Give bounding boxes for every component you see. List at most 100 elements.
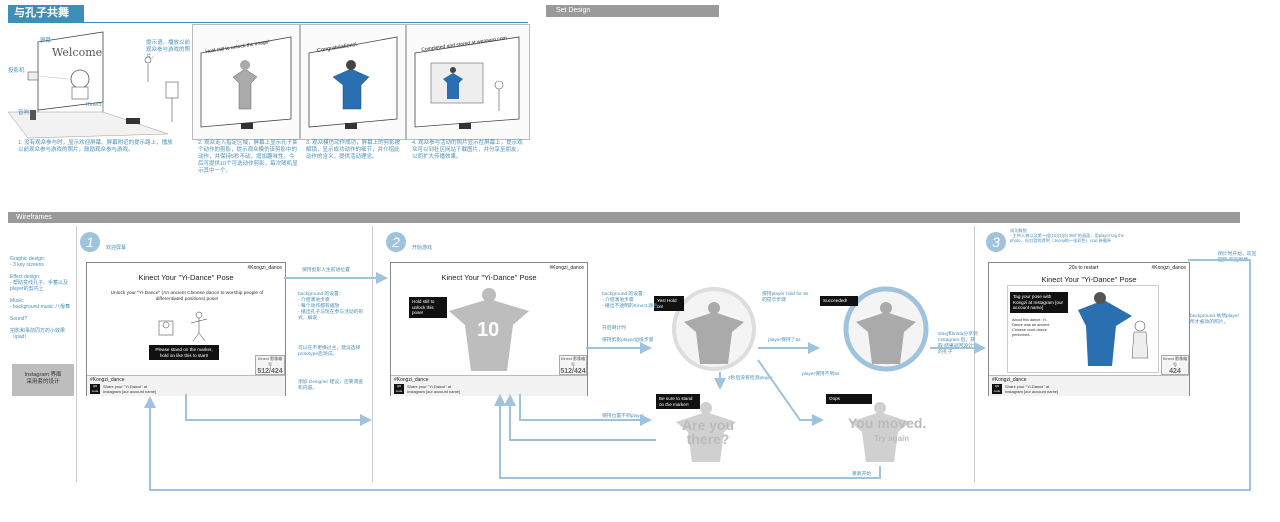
yes-hold-box: Yes! Hold on! [654, 296, 684, 311]
kinect-counter-2: Kinect 影像编号 512/424 [559, 355, 587, 375]
sketch-4: Completed and stored at weaaaro.com [406, 24, 530, 140]
label-prompt: 提示语。播放以前观众参与游戏的照片。 [146, 40, 191, 60]
welcome-text: Welcome [52, 46, 103, 59]
footer-line-2: Instagram [our account name] [103, 389, 157, 394]
note-graphic-title: Graphic design: [10, 256, 46, 262]
qr-code-3: QR code [992, 384, 1002, 394]
sketch-3-drawing [308, 36, 398, 129]
screen-3-hashtag: #Kongzi_dance [1151, 265, 1186, 271]
label-projector: 投影机 [8, 68, 25, 74]
kinect-counter-1: Kinect 影像编号 512/424 [255, 355, 285, 375]
caption-3: 3. 观众模仿动作成功，屏幕上的剪影被解锁，显示成功动作的细节，并介绍此动作的含… [306, 140, 401, 160]
screen-3-footer: #Kongzi_dance QR code Share your "Yi-Dan… [989, 375, 1189, 396]
note-effect-title: Effect design: [10, 274, 41, 280]
label-kinect: Kinect [86, 102, 102, 108]
annotation-b6: player保持不到5s [802, 372, 840, 377]
wireframe-screen-1: #Kongzi_dance Kinect Your "Yi-Dance" Pos… [86, 262, 286, 396]
arrow-1-loop [185, 394, 372, 426]
footer-line-1: Share your "Yi-Dance" at [103, 384, 148, 389]
annotation-a3: 可以在不更换过主，建议选择prototype后测试。 [298, 346, 361, 357]
counter-value: 512/424 [257, 368, 283, 375]
step-2-name: 开始游戏 [412, 245, 433, 251]
wireframes-header: Wireframes [8, 212, 1240, 223]
sketch-3: Congratulations! [300, 24, 406, 140]
arrow-holdon-to-moved [757, 359, 824, 426]
divider-1 [76, 226, 77, 482]
sketch-2: Hold still to unlock the image! [192, 24, 300, 140]
annotation-c2: 倒计时开始，欢迎回到 欢迎屏幕 [1218, 252, 1257, 263]
screen-3-title: Kinect Your "Yi-Dance" Pose [1041, 275, 1137, 284]
label-screen: 屏幕 [40, 38, 52, 44]
qr-code-2: QR code [394, 384, 404, 394]
counter-label-3: Kinect 影像编号 [1162, 356, 1188, 367]
footer-tag-3: #Kongzi_dance [992, 377, 1027, 383]
oops-box: Oops [826, 394, 872, 404]
caption-2: 2. 观众走入指定区域，屏幕上显示孔子某个动作的剪影，提示观众模仿该剪影中的动作… [198, 140, 298, 174]
state-succeeded: Succeeded! [820, 286, 930, 372]
annotation-c3: background 依然player所才被动的照片。 [1190, 314, 1240, 325]
note-graphic-body: - 3 key screens [10, 262, 44, 268]
wireframe-screen-3: 20s to restart #Kongzi_dance Kinect Your… [988, 262, 1190, 396]
screen-1-footer: #Kongzi_dance QR code Share your "Yi-Dan… [87, 375, 285, 396]
label-speaker: 音响 [18, 110, 30, 116]
divider-2 [372, 226, 373, 482]
caption-1: 1. 没有观众参与时，显示欢迎屏幕、屏幕附近的提示路上，播放以前观众参与游戏的照… [18, 140, 173, 153]
annotation-b3: 保持剪影player边境步骤 [602, 338, 654, 343]
succeeded-box: Succeeded! [820, 296, 858, 306]
annotation-b8: 保持位置不到player [602, 414, 644, 419]
annotation-b1: background 的设置： - 介绍演进步骤 - 播出不透明的Kinect … [602, 292, 658, 309]
countdown-number: 10 [477, 319, 500, 341]
note-music-title: Music: [10, 298, 25, 304]
annotation-b5: player保持了5s [768, 338, 801, 343]
step-2-number: 2 [386, 232, 406, 252]
annotation-c1: sting和Insta分享到 Instagram 后，获取 结果返回设计者的孔子 [938, 332, 978, 355]
annotation-b7: 2秒后没有检测player [728, 376, 773, 381]
annotation-b2: 开启倒计时 [602, 326, 626, 331]
footer-2-line-2: Instagram [our account name] [407, 389, 461, 394]
annotation-a4: 添加 Designer 建议，还要调查和内容。 [298, 380, 364, 391]
section-divider [8, 22, 528, 23]
stand-prompt: Please stand on the marker, hold on like… [149, 345, 219, 360]
section-title: 与孔子共舞 [8, 5, 84, 22]
counter-label-2: Kinect 影像编号 [560, 356, 586, 367]
note-music-body: - background music 八佾舞 [10, 304, 71, 310]
be-sure-box: Be sure to stand on the marker! [656, 394, 700, 409]
restart-countdown: 20s to restart [1069, 265, 1099, 271]
set-design-label: Set Design [546, 5, 719, 17]
side-notes: Graphic design: - 3 key screens Effect d… [10, 256, 74, 340]
sketch-4-drawing [414, 36, 520, 129]
annotation-restart: 重新开始 [852, 472, 872, 477]
state-are-you-there: Be sure to stand on the marker! Are you … [656, 392, 756, 466]
step-1-number: 1 [80, 232, 100, 252]
annotation-a1: 保持剪影人生前进位置 [302, 268, 350, 273]
step-3-number: 3 [986, 232, 1006, 252]
screen-3-photo: Tag your pose with Kongzi at Instagram [… [1007, 285, 1159, 373]
state-you-moved: Oops You moved. Try again [826, 392, 950, 466]
caption-4: 4. 观众参与活动的照片显示在屏幕上，提示观众可以到社区网站下载图片，并分享至朋… [412, 140, 523, 160]
sketch-1: Welcome 屏幕 投影机 音响 Kinect 提示语。播放以前观众参与游戏的… [7, 24, 190, 139]
wireframe-screen-2: #Kongzi_dance Kinect Your "Yi-Dance" Pos… [390, 262, 588, 396]
try-again-text: Try again [874, 434, 910, 443]
annotation-b4: 保持player hold for 5s 的提示步骤 [762, 292, 809, 303]
step-1-name: 欢迎屏幕 [106, 245, 127, 251]
note-effect-body: - 帮助变线孔子、手蓄以及player的剪内上 [10, 280, 69, 292]
you-moved-text: You moved. [848, 415, 927, 431]
are-you-there-text: Are you there? [681, 417, 735, 447]
footer-tag: #Kongzi_dance [90, 377, 125, 383]
sketch-1-drawing [7, 31, 179, 139]
note-sound-title: Sound? [10, 316, 28, 322]
counter-value-2: 512/424 [560, 368, 586, 375]
counter-value-3: 424 [1169, 368, 1181, 375]
kinect-counter-3: Kinect 影像编号 424 [1161, 355, 1189, 375]
step-3-note: 成功解锁 · 主持人物以及第一组(10)(3)(5) 360°的画面，用play… [1010, 228, 1125, 243]
about-dance: About this dance: Yi-Dance was an ancien… [1012, 318, 1050, 337]
tag-pose-box: Tag your pose with Kongzi at Instagram [… [1010, 292, 1068, 313]
footer-tag-2: #Kongzi_dance [394, 377, 429, 383]
footer-3-line-2: Instagram [our account name] [1005, 389, 1059, 394]
sketch-2-drawing [200, 36, 292, 129]
screen-2-footer: #Kongzi_dance QR code Share your "Yi-Dan… [391, 375, 587, 396]
counter-label: Kinect 影像编号 [257, 356, 283, 367]
qr-code: QR code [90, 384, 100, 394]
annotation-a2: background 的设置： - 介绍演进步骤 - 每个动作都有播放 - 播出… [298, 292, 364, 321]
instagram-box: Instagram 界面 采用套的设计 [12, 364, 74, 396]
